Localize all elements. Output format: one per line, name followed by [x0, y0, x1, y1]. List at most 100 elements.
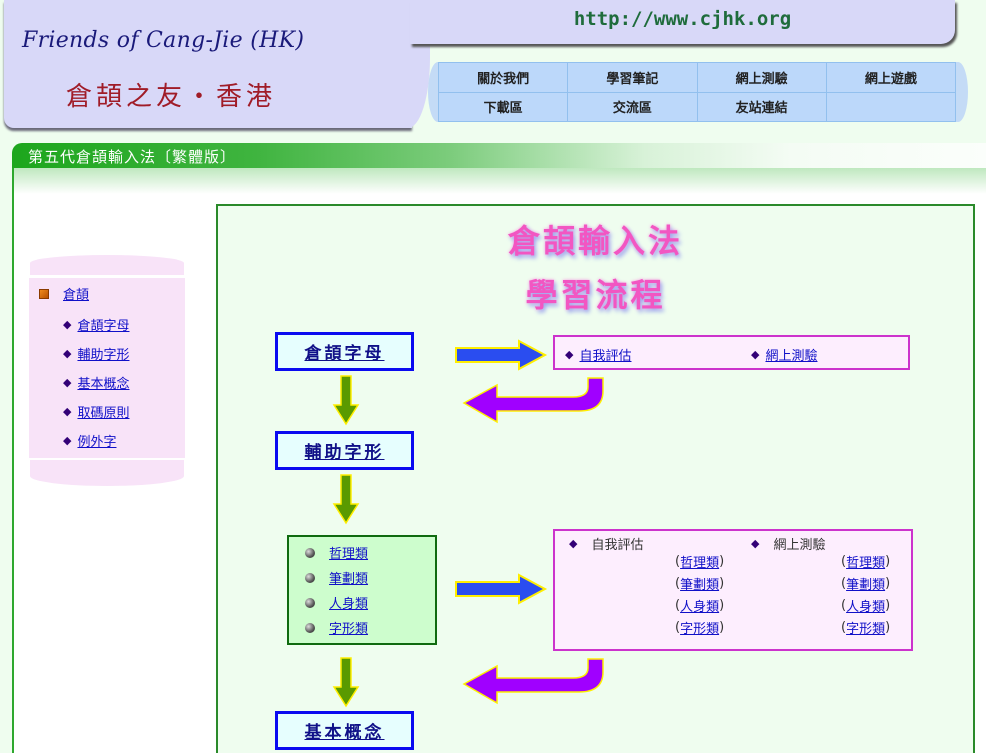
paren-open: (	[841, 598, 847, 613]
side-link-exceptions[interactable]: 例外字	[77, 435, 117, 450]
stage-auxiliary-box: 輔助字形	[275, 431, 414, 470]
category-link-body[interactable]: 人身類	[329, 597, 369, 612]
diamond-bullet-icon: ◆	[569, 537, 578, 550]
category-item: 人身類	[305, 593, 368, 612]
diamond-bullet-icon: ◆	[63, 405, 72, 418]
diamond-bullet-icon: ◆	[63, 318, 72, 331]
online-test-category-row: ( 字形類 )	[841, 618, 890, 637]
category-link-shapes[interactable]: 字形類	[329, 622, 369, 637]
paren-close: )	[885, 598, 891, 613]
stage-link-radicals[interactable]: 倉頡字母	[304, 344, 385, 364]
paren-open: (	[675, 576, 681, 591]
side-link-cangjie[interactable]: 倉頡	[63, 288, 90, 303]
self-assess-category-row: ( 哲理類 )	[675, 552, 724, 571]
paren-close: )	[719, 554, 725, 569]
side-menu-item: ◆ 例外字	[63, 431, 116, 450]
arrow-return-icon	[462, 658, 604, 705]
category-link-philosophy[interactable]: 哲理類	[329, 547, 369, 562]
online-test-label: 網上測驗	[773, 538, 826, 553]
site-url: http://www.cjhk.org	[573, 8, 792, 30]
url-banner: http://www.cjhk.org	[410, 0, 955, 44]
category-item: 字形類	[305, 618, 368, 637]
nav-online-games[interactable]: 網上遊戲	[825, 62, 957, 93]
self-assess-link[interactable]: 自我評估	[579, 349, 632, 364]
paren-close: )	[719, 576, 725, 591]
online-test-category-row: ( 哲理類 )	[841, 552, 890, 571]
main-nav: 關於我們 學習筆記 網上測驗 網上遊戲 下載區 交流區 友站連結	[437, 62, 957, 122]
self-assess-label: 自我評估	[591, 538, 644, 553]
side-link-radicals[interactable]: 倉頡字母	[77, 319, 130, 334]
site-logo-panel[interactable]: Friends of Cang-Jie (HK) 倉頡之友・香港	[4, 0, 430, 128]
stage-concepts-box: 基本概念	[275, 711, 414, 750]
online-test-body-link[interactable]: 人身類	[846, 600, 886, 615]
nav-partner-links[interactable]: 友站連結	[696, 91, 827, 122]
self-assess-philosophy-link[interactable]: 哲理類	[680, 556, 720, 571]
side-link-coding-rules[interactable]: 取碼原則	[77, 406, 130, 421]
nav-study-notes[interactable]: 學習筆記	[567, 62, 698, 93]
eval-online-test-item: ◆ 網上測驗	[751, 345, 817, 364]
paren-open: (	[675, 554, 681, 569]
self-assess-category-row: ( 筆劃類 )	[675, 574, 724, 593]
diamond-bullet-icon: ◆	[565, 348, 574, 361]
side-link-auxiliary-shapes[interactable]: 輔助字形	[77, 348, 130, 363]
online-test-philosophy-link[interactable]: 哲理類	[846, 556, 886, 571]
ball-bullet-icon	[305, 597, 315, 608]
paren-close: )	[885, 576, 891, 591]
arrow-down-icon	[332, 657, 360, 708]
section-title: 第五代倉頡輸入法〔繁體版〕	[28, 148, 237, 166]
stage-link-basic-concepts[interactable]: 基本概念	[304, 723, 385, 743]
diamond-bullet-icon: ◆	[63, 347, 72, 360]
online-test-shapes-link[interactable]: 字形類	[846, 622, 886, 637]
square-bullet-icon	[39, 288, 49, 299]
side-menu-root: 倉頡	[39, 284, 89, 303]
paren-open: (	[841, 620, 847, 635]
side-menu: 倉頡 ◆ 倉頡字母 ◆ 輔助字形 ◆ 基本概念 ◆ 取碼原則 ◆ 例外字	[29, 278, 185, 458]
flow-title-line2: 學習流程	[525, 276, 666, 314]
nav-download[interactable]: 下載區	[437, 91, 569, 122]
eval-box-categories: ◆ 自我評估 ◆ 網上測驗 ( 哲理類 ) ( 筆劃類 ) ( 人身類 ) ( …	[553, 529, 913, 651]
logo-chinese-text: 倉頡之友・香港	[66, 82, 277, 112]
ball-bullet-icon	[305, 622, 315, 633]
self-assess-strokes-link[interactable]: 筆劃類	[680, 578, 720, 593]
paren-open: (	[841, 554, 847, 569]
paren-close: )	[719, 620, 725, 635]
eval-self-assess-item: ◆ 自我評估	[565, 345, 631, 364]
ball-bullet-icon	[305, 547, 315, 558]
nav-about-us[interactable]: 關於我們	[437, 62, 569, 93]
diamond-bullet-icon: ◆	[63, 434, 72, 447]
nav-empty-cell	[825, 91, 957, 122]
logo-english-text: Friends of Cang-Jie (HK)	[22, 28, 305, 53]
stage-link-auxiliary-shapes[interactable]: 輔助字形	[304, 443, 385, 463]
eval-box-radicals: ◆ 自我評估 ◆ 網上測驗	[553, 335, 910, 370]
side-menu-item: ◆ 倉頡字母	[63, 315, 129, 334]
paren-close: )	[885, 554, 891, 569]
side-link-basic-concepts[interactable]: 基本概念	[77, 377, 130, 392]
online-test-category-row: ( 人身類 )	[841, 596, 890, 615]
self-assess-category-row: ( 人身類 )	[675, 596, 724, 615]
side-menu-bottom-cap	[30, 460, 184, 486]
arrow-down-icon	[332, 375, 360, 426]
online-test-category-row: ( 筆劃類 )	[841, 574, 890, 593]
online-test-strokes-link[interactable]: 筆劃類	[846, 578, 886, 593]
ball-bullet-icon	[305, 572, 315, 583]
self-assess-body-link[interactable]: 人身類	[680, 600, 720, 615]
paren-close: )	[719, 598, 725, 613]
nav-online-test[interactable]: 網上測驗	[696, 62, 827, 93]
content-header-shade	[14, 168, 986, 194]
paren-close: )	[885, 620, 891, 635]
diamond-bullet-icon: ◆	[63, 376, 72, 389]
nav-forum[interactable]: 交流區	[567, 91, 698, 122]
online-test-link[interactable]: 網上測驗	[765, 349, 818, 364]
paren-open: (	[841, 576, 847, 591]
eval-self-assess-heading: ◆ 自我評估	[569, 534, 643, 553]
category-link-strokes[interactable]: 筆劃類	[329, 572, 369, 587]
paren-open: (	[675, 620, 681, 635]
diamond-bullet-icon: ◆	[751, 348, 760, 361]
category-item: 筆劃類	[305, 568, 368, 587]
self-assess-shapes-link[interactable]: 字形類	[680, 622, 720, 637]
side-menu-item: ◆ 基本概念	[63, 373, 129, 392]
side-menu-top-cap	[30, 255, 184, 275]
arrow-down-icon	[332, 474, 360, 525]
section-header: 第五代倉頡輸入法〔繁體版〕	[12, 143, 986, 168]
diamond-bullet-icon: ◆	[751, 537, 760, 550]
